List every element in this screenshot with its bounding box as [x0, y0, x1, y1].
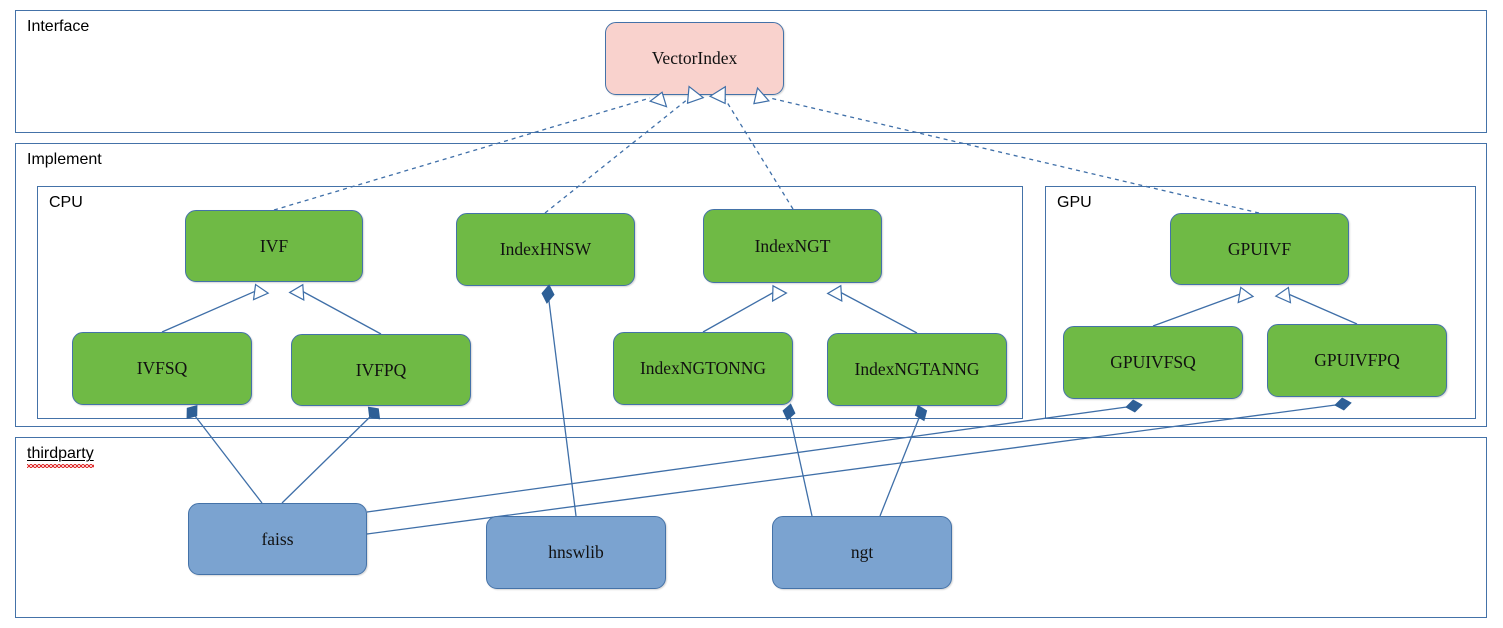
node-indexngtanng-label: IndexNGTANNG	[854, 359, 980, 380]
node-faiss[interactable]: faiss	[188, 503, 367, 575]
node-ivf[interactable]: IVF	[185, 210, 363, 282]
container-implement-label: Implement	[27, 151, 102, 168]
node-indexngtonng-label: IndexNGTONNG	[639, 358, 767, 379]
node-indexhnsw[interactable]: IndexHNSW	[456, 213, 635, 286]
node-vectorindex-label: VectorIndex	[651, 48, 738, 69]
node-ngt[interactable]: ngt	[772, 516, 952, 589]
node-ngt-label: ngt	[850, 542, 874, 563]
container-thirdparty-label-text: thirdparty	[27, 445, 94, 462]
node-gpuivfpq[interactable]: GPUIVFPQ	[1267, 324, 1447, 397]
container-interface-label: Interface	[27, 18, 90, 35]
node-gpuivfpq-label: GPUIVFPQ	[1314, 350, 1400, 371]
node-gpuivfsq[interactable]: GPUIVFSQ	[1063, 326, 1243, 399]
node-indexngtanng[interactable]: IndexNGTANNG	[827, 333, 1007, 406]
node-gpuivf[interactable]: GPUIVF	[1170, 213, 1349, 285]
node-indexhnsw-label: IndexHNSW	[499, 239, 592, 260]
node-vectorindex[interactable]: VectorIndex	[605, 22, 784, 95]
node-ivfpq[interactable]: IVFPQ	[291, 334, 471, 406]
node-ivfpq-label: IVFPQ	[355, 359, 407, 380]
node-ivfsq[interactable]: IVFSQ	[72, 332, 252, 405]
node-gpuivf-label: GPUIVF	[1227, 238, 1292, 259]
container-gpu-label: GPU	[1057, 194, 1092, 211]
node-indexngt[interactable]: IndexNGT	[703, 209, 882, 283]
node-indexngt-label: IndexNGT	[754, 235, 831, 256]
node-hnswlib-label: hnswlib	[548, 542, 604, 563]
container-thirdparty-label: thirdparty	[27, 444, 94, 463]
node-ivfsq-label: IVFSQ	[136, 358, 188, 379]
container-cpu-label: CPU	[49, 194, 83, 211]
node-hnswlib[interactable]: hnswlib	[486, 516, 666, 589]
node-indexngtonng[interactable]: IndexNGTONNG	[613, 332, 793, 405]
node-ivf-label: IVF	[259, 235, 289, 256]
node-faiss-label: faiss	[261, 528, 294, 549]
node-gpuivfsq-label: GPUIVFSQ	[1110, 352, 1196, 373]
